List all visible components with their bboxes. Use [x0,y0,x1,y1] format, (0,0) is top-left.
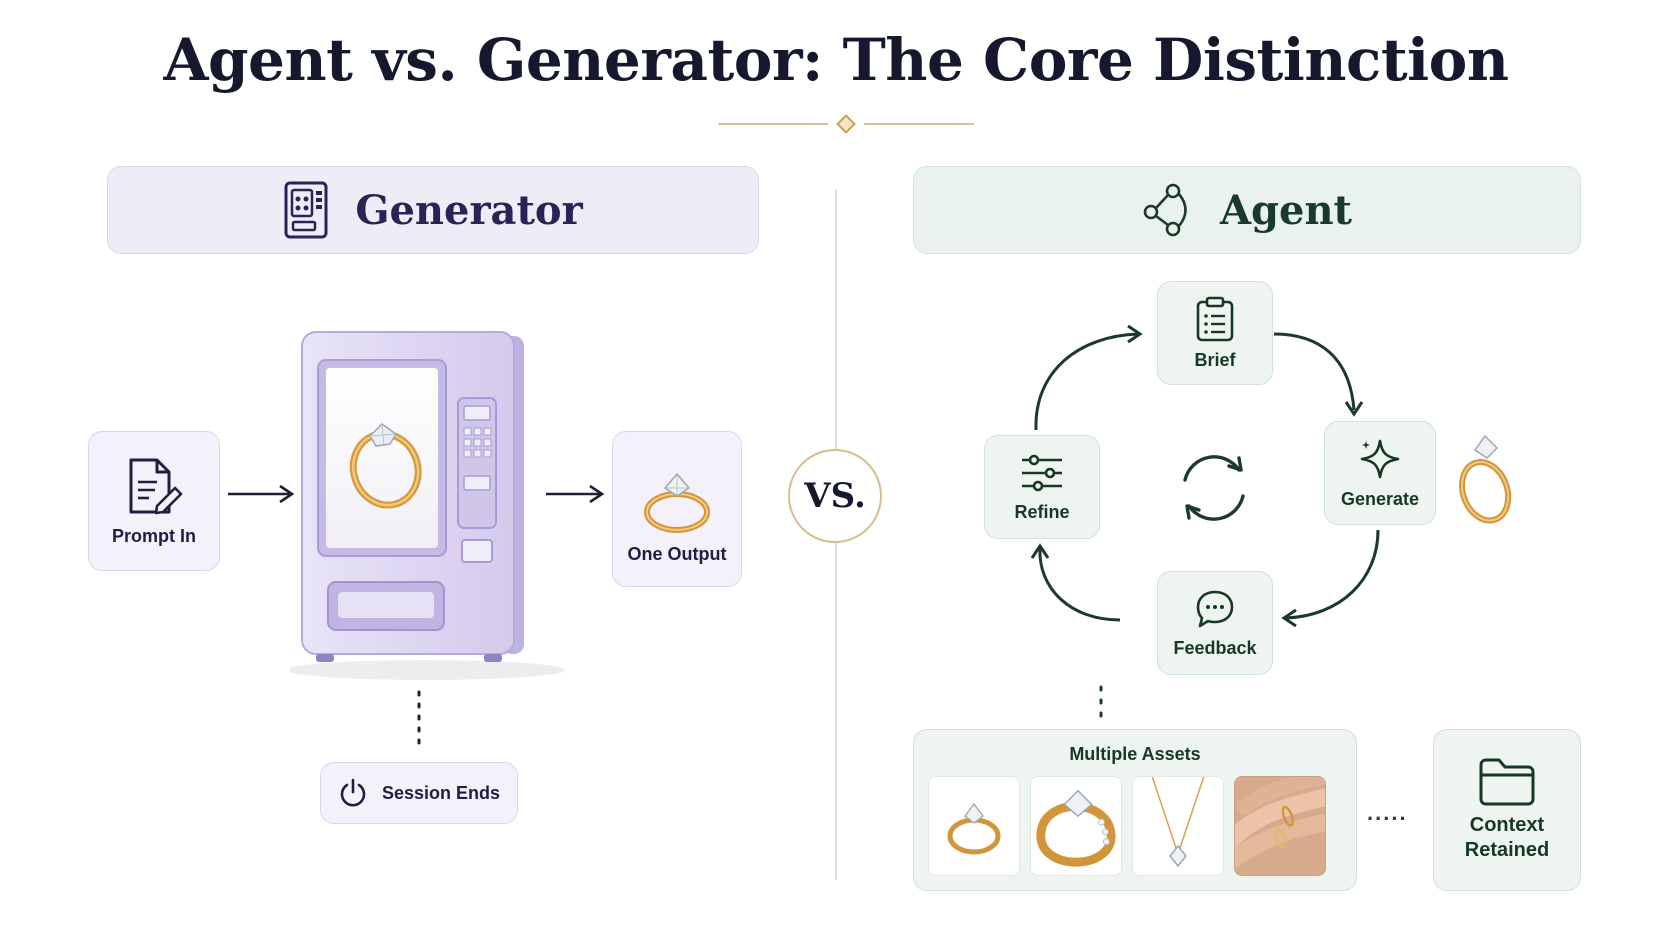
loop-label-generate: Generate [1340,488,1420,509]
session-ends-card: Session Ends [320,762,518,824]
vending-machine-illustration [290,331,565,680]
arrow-machine-to-output [546,484,605,504]
prompt-in-card: Prompt In [88,431,220,571]
ring-image [644,472,710,533]
agent-header: Agent [913,166,1581,254]
dotted-connector-context: ..... [1367,800,1408,825]
loop-label-refine: Refine [1014,501,1070,522]
multiple-assets-panel: Multiple Assets [913,729,1357,891]
loop-label-brief: Brief [1194,349,1236,370]
vending-machine-icon [284,181,328,239]
session-ends-label: Session Ends [381,782,501,803]
clipboard-list-icon [1196,296,1234,341]
generator-header: Generator [107,166,759,254]
dotted-connector-assets [1099,685,1103,722]
context-retained-label: Context Retained [1464,814,1550,861]
generated-ring-image [1459,434,1512,524]
loop-label-feedback: Feedback [1173,637,1257,658]
asset-hand-image [1235,777,1325,875]
asset-ring-closeup-image [1036,789,1116,867]
one-output-card: One Output [612,431,742,587]
asset-thumb-hand [1234,776,1326,876]
generator-title: Generator [355,186,583,234]
title-ornament [718,114,974,134]
refresh-cycle-icon [1183,455,1245,521]
agent-loop-arrows [1030,324,1380,628]
power-icon [340,778,366,807]
context-retained-card: Context Retained [1433,729,1581,891]
sparkle-icon [1360,439,1400,478]
asset-thumb-ring-closeup [1030,776,1122,876]
chat-bubble-icon [1196,590,1234,627]
asset-thumb-necklace [1132,776,1224,876]
asset-thumb-ring [928,776,1020,876]
page-title: Agent vs. Generator: The Core Distinctio… [163,26,1509,94]
sliders-icon [1022,454,1062,491]
loop-node-generate: Generate [1324,421,1436,525]
one-output-label: One Output [627,543,727,564]
arrow-prompt-to-machine [228,484,295,504]
branching-nodes-icon [1143,183,1187,237]
asset-ring-image [947,802,1001,855]
agent-title: Agent [1219,186,1352,234]
dotted-connector-session [417,690,421,752]
document-pen-icon [129,458,183,514]
multiple-assets-title: Multiple Assets [1069,744,1201,764]
vs-badge: VS. [788,449,882,543]
prompt-in-label: Prompt In [112,525,196,546]
folder-icon [1479,758,1535,806]
loop-node-brief: Brief [1157,281,1273,385]
loop-node-feedback: Feedback [1157,571,1273,675]
loop-node-refine: Refine [984,435,1100,539]
asset-necklace-image [1151,777,1205,868]
